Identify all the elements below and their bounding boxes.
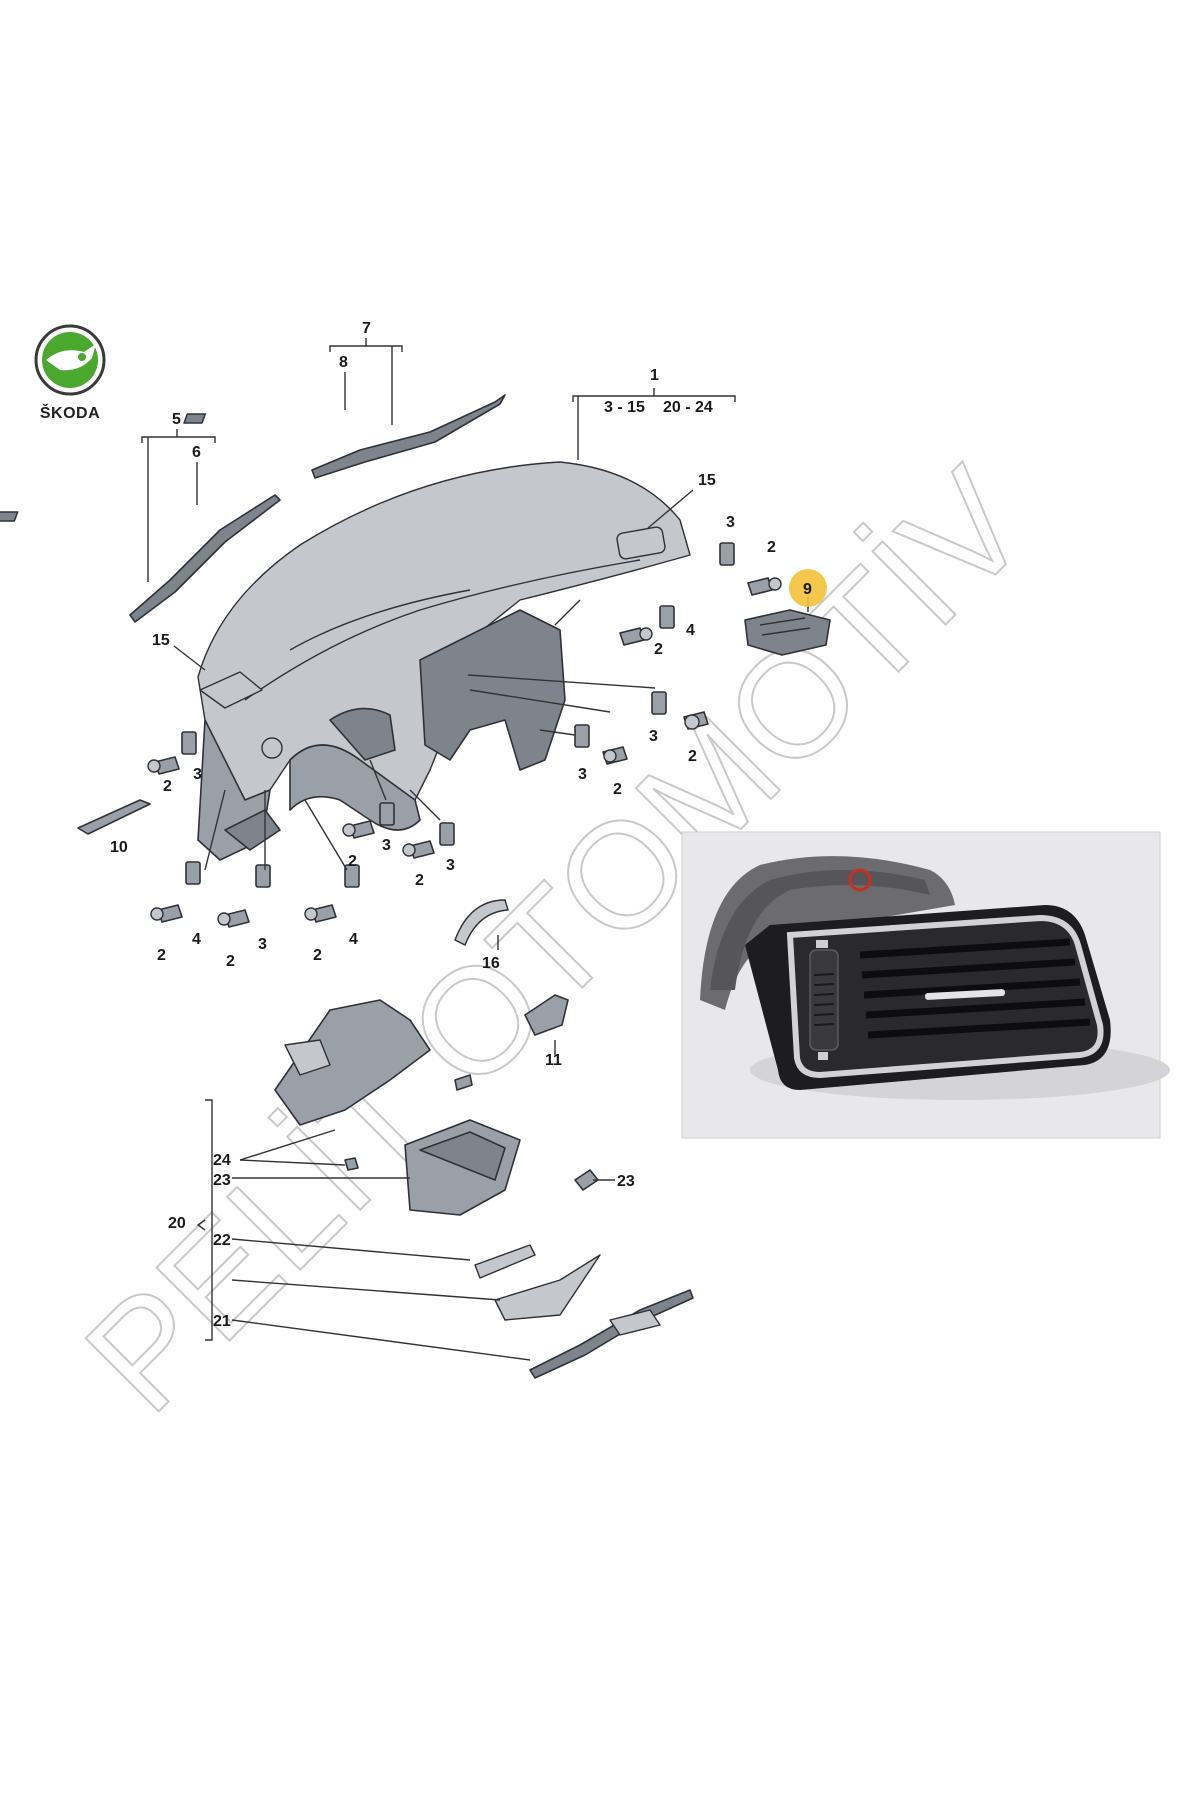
air-vent-part <box>744 609 831 656</box>
leader-lines <box>141 338 809 1361</box>
label-4-c: 4 <box>349 931 358 948</box>
label-7: 7 <box>362 320 371 337</box>
skoda-logo: ŠKODA <box>34 324 106 422</box>
label-15-left: 15 <box>152 632 170 649</box>
product-photo <box>681 831 1170 1139</box>
label-3-d: 3 <box>193 766 202 783</box>
label-3-f: 3 <box>446 857 455 874</box>
fasteners <box>147 542 782 928</box>
label-3-e: 3 <box>382 837 391 854</box>
label-10: 10 <box>110 839 128 856</box>
label-1: 1 <box>650 367 659 384</box>
label-15-right: 15 <box>698 472 716 489</box>
label-20: 20 <box>168 1215 186 1232</box>
label-2-h: 2 <box>157 947 166 964</box>
label-2-e: 2 <box>163 778 172 795</box>
part-labels: 1 3 - 15 20 - 24 7 8 5 6 15 15 3 2 9 4 2… <box>110 320 812 1330</box>
pad-6 <box>0 511 19 522</box>
label-9-highlight: 9 <box>803 581 812 598</box>
label-2-d: 2 <box>613 781 622 798</box>
label-8: 8 <box>339 354 348 371</box>
rail-10 <box>77 799 151 835</box>
label-2-j: 2 <box>313 947 322 964</box>
label-22: 22 <box>213 1232 231 1249</box>
glovebox-assembly <box>274 999 694 1379</box>
label-2-b: 2 <box>654 641 663 658</box>
dashboard-panel <box>197 461 691 861</box>
label-2-c: 2 <box>688 748 697 765</box>
label-2-a: 2 <box>767 539 776 556</box>
brand-name: ŠKODA <box>40 403 100 422</box>
highlight-marker-9 <box>789 569 827 607</box>
label-24: 24 <box>213 1152 231 1169</box>
label-1-range-a: 3 - 15 <box>604 399 645 416</box>
label-4-a: 4 <box>686 622 695 639</box>
label-4-b: 4 <box>192 931 201 948</box>
label-2-i: 2 <box>226 953 235 970</box>
label-1-range-b: 20 - 24 <box>663 399 713 416</box>
bracket-16 <box>454 899 509 946</box>
label-11: 11 <box>545 1052 562 1069</box>
pad-8 <box>183 413 207 424</box>
label-23-right: 23 <box>617 1173 635 1190</box>
label-21: 21 <box>213 1313 231 1330</box>
label-2-f: 2 <box>348 853 357 870</box>
left-defrost-trim <box>129 494 281 623</box>
handle-11 <box>524 994 569 1036</box>
label-2-g: 2 <box>415 872 424 889</box>
label-3-b: 3 <box>649 728 658 745</box>
label-3-c: 3 <box>578 766 587 783</box>
label-3-a: 3 <box>726 514 735 531</box>
label-3-g: 3 <box>258 936 267 953</box>
label-23-left: 23 <box>213 1172 231 1189</box>
label-5: 5 <box>172 411 181 428</box>
upper-defrost-trim <box>311 394 506 479</box>
label-6: 6 <box>192 444 201 461</box>
label-16: 16 <box>482 955 500 972</box>
